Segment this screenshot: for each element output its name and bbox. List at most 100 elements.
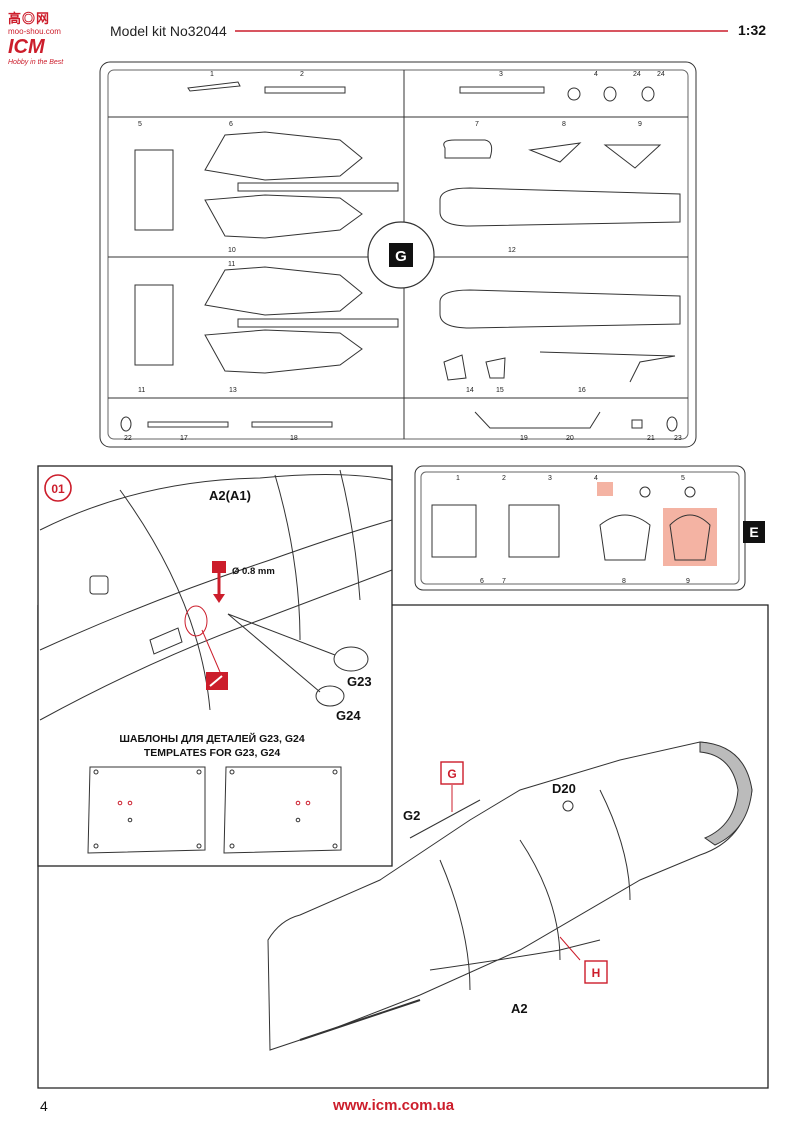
- h-tag: H: [592, 966, 601, 980]
- part-number: 6: [480, 578, 484, 585]
- part-number: 7: [475, 121, 479, 128]
- sprue-g-part-2: [264, 86, 346, 94]
- part-number: 5: [138, 121, 142, 128]
- sprue-g-inner: [107, 69, 689, 440]
- part-number: 17: [180, 435, 188, 442]
- part-number: 6: [229, 121, 233, 128]
- drill-icon: [212, 561, 226, 603]
- sprue-g-part-14: [204, 329, 363, 374]
- part-number: 2: [300, 71, 304, 78]
- part-number: 19: [520, 435, 528, 442]
- cowl-ring: [699, 741, 753, 846]
- templates-title-ru: ШАБЛОНЫ ДЛЯ ДЕТАЛЕЙ G23, G24: [119, 732, 305, 745]
- sprue-g-part-9: [603, 144, 662, 169]
- part-a2-a1-label: A2(A1): [209, 488, 251, 503]
- sprue-g-part-10: [204, 194, 363, 239]
- panel-line-3: [339, 469, 361, 601]
- sprue-g-part-16: [485, 357, 506, 379]
- hatch: [89, 575, 109, 595]
- fuselage-top-line: [39, 473, 393, 531]
- part-number: 24: [633, 71, 641, 78]
- template-sheet-left: [87, 766, 206, 854]
- part-number: 8: [622, 578, 626, 585]
- part-number: 24: [657, 71, 665, 78]
- g24-label: G24: [336, 708, 361, 723]
- part-number: 7: [502, 578, 506, 585]
- panel-line-2: [274, 474, 301, 641]
- page-number: 4: [40, 1098, 48, 1114]
- website-link[interactable]: www.icm.com.ua: [333, 1097, 455, 1114]
- sprue-g-part-5: [134, 149, 174, 231]
- sprue-g-part-15: [443, 354, 467, 381]
- watermark-text: 高◎网: [8, 11, 51, 26]
- sprue-e-letter: E: [749, 524, 758, 540]
- sprue-e-part-6: [431, 504, 477, 558]
- sprue-g-part-6: [204, 131, 363, 181]
- fuselage-low-line: [39, 569, 393, 721]
- g2-label: G2: [403, 808, 420, 823]
- g24-arrow: [227, 613, 321, 693]
- wing-root-line: [429, 939, 601, 971]
- g23-label: G23: [347, 674, 372, 689]
- brand-logo: 高◎网 moo-shou.com ICM Hobby in the Best: [8, 8, 98, 70]
- sprue-g-part-17: [539, 351, 676, 383]
- part-number: 5: [681, 475, 685, 482]
- lower-edge: [299, 999, 421, 1041]
- g-tag: G: [447, 767, 456, 781]
- watermark-site: moo-shou.com: [8, 27, 61, 36]
- sprue-g-part-23a: [120, 416, 132, 432]
- scale-label: 1:32: [738, 22, 767, 38]
- part-number: 4: [594, 475, 598, 482]
- sprue-g-rod-2: [237, 318, 399, 328]
- sprue-e: [414, 465, 746, 591]
- sprue-g-part-23b: [666, 416, 678, 432]
- frame-line-2: [599, 789, 631, 901]
- part-number: 9: [686, 578, 690, 585]
- h-leader: [559, 936, 581, 961]
- brand-name: ICM: [8, 36, 45, 58]
- sprue-g-part-24b: [641, 86, 655, 102]
- part-number: 13: [229, 387, 237, 394]
- sprue-g-part-20: [474, 411, 601, 429]
- sprue-e-numbers: 1 2 3 4 5 6 7 8 9: [456, 475, 690, 585]
- vent: [149, 627, 183, 655]
- detail-inset: [37, 465, 393, 867]
- sprue-e-inner: [420, 471, 740, 585]
- sprue-g-part-24a: [603, 86, 617, 102]
- part-number: 14: [466, 387, 474, 394]
- drill-size: Ø 0.8 mm: [232, 566, 275, 577]
- part-number: 1: [210, 71, 214, 78]
- sprue-e-part-3-highlight: [597, 482, 613, 496]
- template-sheet-right: [223, 766, 342, 854]
- part-number: 20: [566, 435, 574, 442]
- sprue-g-numbers: 1 2 3 4 24 24 5 6 7 8 9 10 11 12 11 13 1…: [124, 71, 682, 442]
- part-number: 1: [456, 475, 460, 482]
- sprue-g-part-18: [147, 421, 229, 428]
- sprue-g-part-7: [443, 139, 493, 159]
- part-number: 16: [578, 387, 586, 394]
- sprue-g-part-22: [631, 419, 643, 429]
- step-badge: [44, 474, 72, 502]
- fuselage-assembly: [267, 741, 753, 1051]
- inset-fuselage: [39, 469, 393, 721]
- frame-line-1: [519, 839, 561, 961]
- gun-g2: [409, 799, 481, 839]
- part-number: 4: [594, 71, 598, 78]
- templates-title-en: TEMPLATES FOR G23, G24: [144, 747, 280, 759]
- glue-icon: [206, 672, 228, 690]
- part-number: 10: [228, 247, 236, 254]
- sprue-g-rod: [237, 182, 399, 192]
- g-tag-box: [440, 761, 464, 785]
- sprue-e-part-9: [669, 514, 711, 561]
- part-number: 3: [548, 475, 552, 482]
- part-number: 12: [508, 247, 516, 254]
- part-number: 3: [499, 71, 503, 78]
- sprue-e-badge: [743, 521, 765, 543]
- part-number: 11: [228, 261, 235, 268]
- part-number: 15: [496, 387, 504, 394]
- frame-line-3: [439, 859, 471, 991]
- a2-label: A2: [511, 1001, 528, 1016]
- d20-part: [562, 800, 574, 812]
- part-number: 23: [674, 435, 682, 442]
- sprue-e-part-5: [684, 486, 696, 498]
